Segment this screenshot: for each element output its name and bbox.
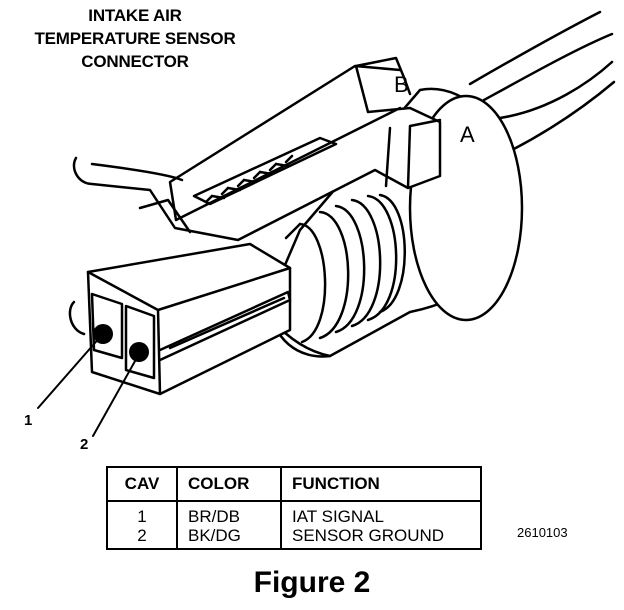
front-housing: [68, 242, 292, 396]
header-function: FUNCTION: [280, 466, 482, 502]
terminal-b-label: B: [394, 72, 409, 97]
color-cell: BR/DB BK/DG: [176, 500, 282, 550]
diagram-title: INTAKE AIR TEMPERATURE SENSOR CONNECTOR: [0, 4, 270, 73]
header-color: COLOR: [176, 466, 282, 502]
leader-line-1: [37, 335, 102, 409]
title-line-1: INTAKE AIR: [88, 6, 182, 25]
table-row: 1 2 BR/DB BK/DG IAT SIGNAL SENSOR GROUND: [106, 500, 482, 550]
title-line-2: TEMPERATURE SENSOR: [34, 29, 236, 48]
header-cav: CAV: [106, 466, 178, 502]
locking-lever: [72, 56, 442, 242]
cavity-2-pin: [129, 342, 149, 362]
figure-caption: Figure 2: [253, 566, 371, 599]
cavity-2-label: 2: [80, 436, 89, 453]
reference-number: 2610103: [517, 525, 568, 540]
title-line-3: CONNECTOR: [81, 52, 189, 71]
latch-slot: [192, 136, 338, 206]
terminal-a-label: A: [460, 122, 475, 147]
table-header-row: CAV COLOR FUNCTION: [106, 466, 482, 502]
cavity-table: CAV COLOR FUNCTION 1 2 BR/DB BK/DG IAT S…: [106, 466, 482, 550]
cavity-1-label: 1: [24, 412, 33, 429]
cav-cell: 1 2: [106, 500, 178, 550]
wire-harness: [468, 10, 616, 152]
function-cell: IAT SIGNAL SENSOR GROUND: [280, 500, 482, 550]
leader-line-2: [92, 353, 140, 437]
